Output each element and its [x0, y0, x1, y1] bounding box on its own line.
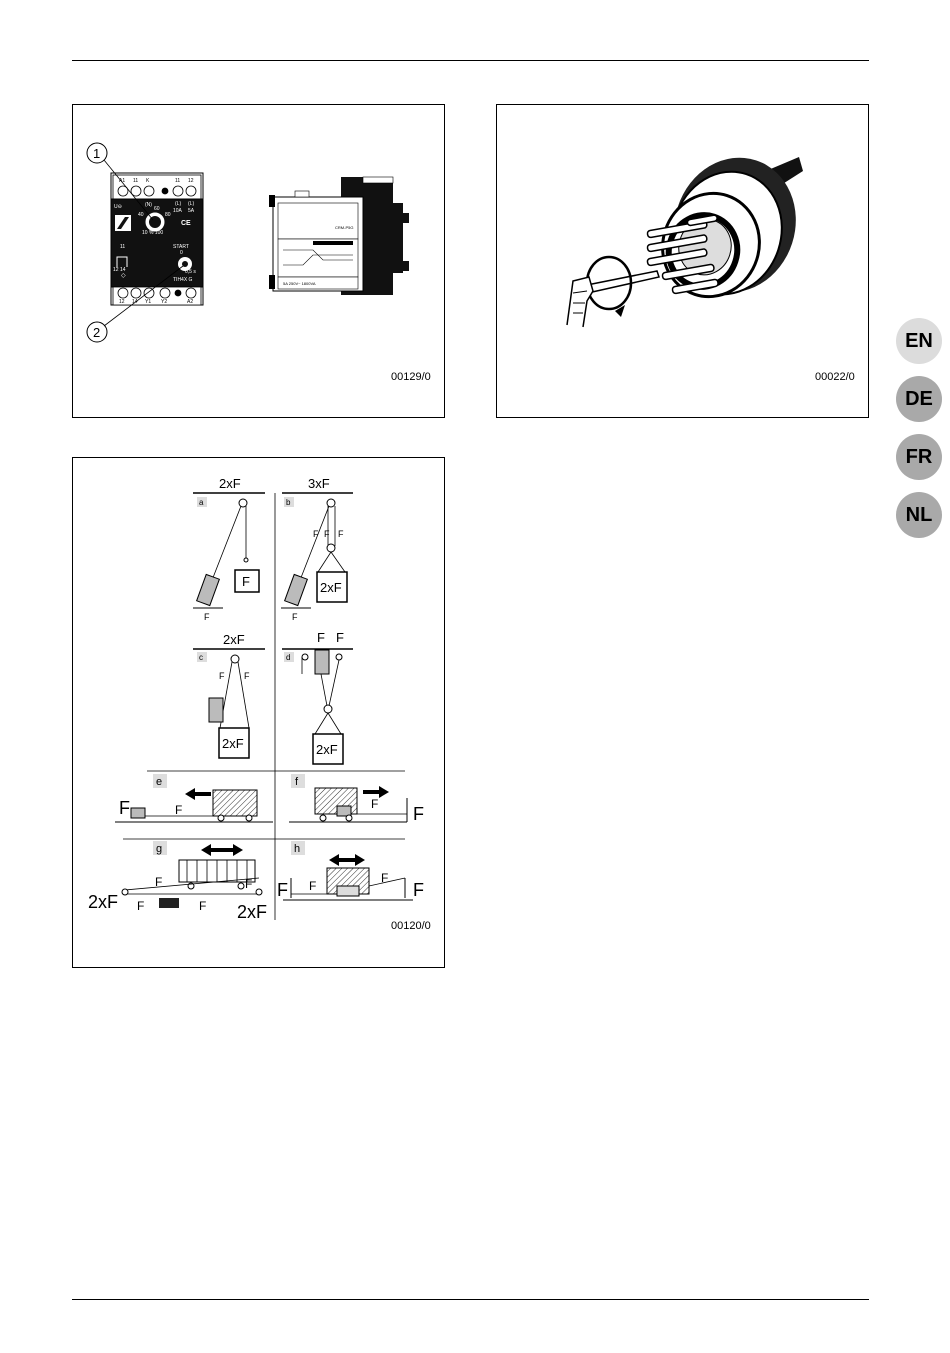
terminal-y2-label: Y2 [161, 299, 167, 305]
l-left-label: (L) [175, 201, 181, 207]
panel-b-load: 2xF [320, 580, 342, 595]
panel-c-letter: c [199, 653, 203, 662]
panel-g-left-force: 2xF [88, 892, 118, 912]
panel-e-letter: e [156, 776, 162, 788]
panel-a-letter: a [199, 498, 204, 507]
forces-illustration: a 2xF F F b 3xF F F F [73, 458, 446, 969]
panel-g-letter: g [156, 843, 162, 855]
panel-e-mid-force: F [175, 803, 182, 817]
panel-d: d F F 2xF [282, 630, 353, 764]
relay-front: A1 11 K 11 12 U⊖ (N) (L) (L) 10A 5A 60 4… [111, 173, 203, 305]
panel-e: e F F [115, 771, 275, 822]
header-rule [72, 60, 869, 61]
panel-h-left-force: F [277, 880, 288, 900]
footer-rule [72, 1299, 869, 1300]
panel-b-letter: b [286, 498, 291, 507]
panel-b-f1: F [313, 529, 319, 539]
dial-40-label: 40 [138, 212, 144, 218]
panel-c-top-force: 2xF [223, 632, 245, 647]
panel-g-f4: F [199, 899, 206, 913]
lang-tab-nl[interactable]: NL [896, 492, 942, 538]
language-tabs: EN DE FR NL [896, 318, 942, 550]
start-zero-label: 0 [180, 250, 183, 256]
panel-h-right-force: F [413, 880, 424, 900]
panel-g-right-force: 2xF [237, 902, 267, 922]
ue-label: U⊖ [114, 204, 122, 210]
panel-f: f F F [275, 771, 424, 824]
panel-g-f1: F [155, 875, 162, 889]
lang-tab-nl-label: NL [906, 504, 933, 527]
ce-mark: CE [181, 220, 191, 227]
figure-ref: 00129/0 [391, 371, 431, 383]
terminal-y1-label: Y1 [145, 299, 151, 305]
panel-a-top-force: 2xF [219, 476, 241, 491]
amps-right-label: 5A [188, 208, 195, 214]
panel-f-mid-force: F [371, 797, 378, 811]
lang-tab-de[interactable]: DE [896, 376, 942, 422]
side-sticker-label: CRM-P5G [335, 225, 353, 230]
panel-b-f2: F [324, 529, 330, 539]
panel-a-f: F [204, 612, 210, 622]
panel-h-letter: h [294, 843, 300, 855]
panel-c: c 2xF F F 2xF [193, 632, 265, 758]
panel-b-f4: F [292, 612, 298, 622]
lang-tab-en[interactable]: EN [896, 318, 942, 364]
panel-a-load: F [242, 574, 250, 589]
figure-connector: 00022/0 [496, 104, 869, 418]
panel-c-load: 2xF [222, 736, 244, 751]
n-label: (N) [145, 202, 152, 208]
model-label: TIH4X G [173, 277, 193, 283]
contact-11-label: 11 [120, 244, 125, 250]
terminal-11-label: 11 [133, 178, 138, 184]
panel-h-f2: F [381, 871, 388, 885]
panel-g-f3: F [137, 899, 144, 913]
lang-tab-de-label: DE [905, 388, 933, 411]
panel-e-left-force: F [119, 798, 130, 818]
panel-c-f1: F [219, 671, 225, 681]
panel-b-top-force: 3xF [308, 476, 330, 491]
panel-f-right-force: F [413, 804, 424, 824]
relay-side: CRM-P5G 5A 250V~ 1800VA [269, 177, 409, 295]
dial-80-label: 80 [165, 212, 171, 218]
callout-2: 2 [93, 325, 100, 340]
panel-d-load: 2xF [316, 742, 338, 757]
side-rating-label: 5A 250V~ 1800VA [283, 281, 316, 286]
figure-relay: A1 11 K 11 12 U⊖ (N) (L) (L) 10A 5A 60 4… [72, 104, 445, 418]
dial-60-label: 60 [154, 206, 160, 212]
figure-forces: a 2xF F F b 3xF F F F [72, 457, 445, 968]
lang-tab-fr-label: FR [906, 446, 933, 469]
terminal-11b-label: 11 [175, 178, 180, 184]
terminal-12-label: 12 [188, 178, 194, 184]
svg-text:◇: ◇ [121, 273, 126, 279]
panel-b: b 3xF F F F 2xF F [281, 476, 353, 622]
panel-b-f3: F [338, 529, 344, 539]
panel-d-top-force-1: F [317, 630, 325, 645]
lang-tab-fr[interactable]: FR [896, 434, 942, 480]
amps-left-label: 10A [173, 208, 183, 214]
l-right-label: (L) [188, 201, 194, 207]
lang-tab-en-label: EN [905, 330, 933, 353]
panel-c-f2: F [244, 671, 250, 681]
figure-ref: 00120/0 [391, 920, 431, 932]
callout-1: 1 [93, 146, 100, 161]
figure-ref: 00022/0 [815, 371, 855, 383]
panel-a: a 2xF F F [193, 476, 265, 622]
terminal-a2-label: A2 [187, 299, 193, 305]
panel-d-top-force-2: F [336, 630, 344, 645]
panel-g-f2: F [245, 877, 252, 891]
panel-h-f1: F [309, 879, 316, 893]
panel-h: h F F F F [275, 839, 424, 900]
terminal-12b-label: 12 [119, 299, 125, 305]
panel-d-letter: d [286, 653, 290, 662]
panel-g: g F F F F 2xF 2xF [88, 839, 275, 922]
